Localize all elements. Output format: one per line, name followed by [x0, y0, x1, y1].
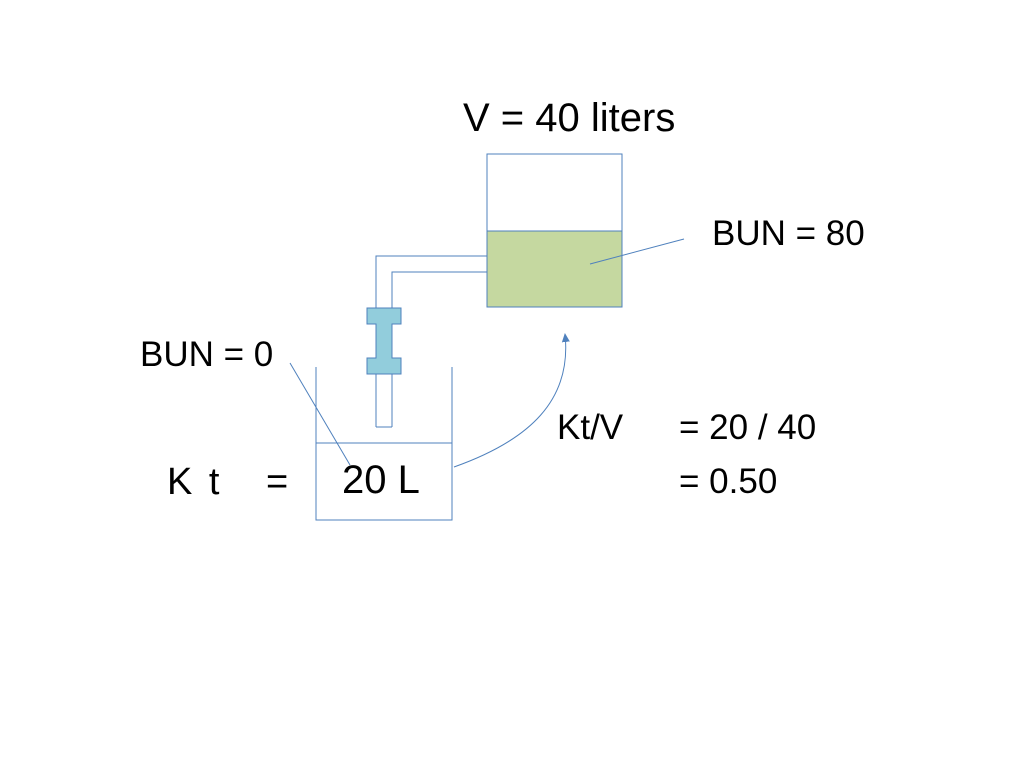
formula-lhs: Kt/V — [557, 408, 624, 447]
formula-step-2: = 0.50 — [679, 462, 778, 501]
leader-line-bun-0 — [289, 362, 351, 466]
tube-inner — [391, 271, 487, 427]
leader-line-bun-80 — [589, 238, 685, 265]
tank-volume-label: V = 40 liters — [463, 96, 676, 140]
tank-bun-label: BUN = 80 — [712, 214, 865, 253]
dialysate-volume-label: 20 L — [342, 458, 420, 502]
clearance-label: K t — [167, 461, 220, 503]
transfer-arrow — [453, 333, 570, 468]
dialyzer-icon — [366, 307, 402, 375]
tank-fluid — [487, 231, 622, 307]
patient-tank — [486, 153, 623, 308]
formula-step-1: = 20 / 40 — [679, 408, 817, 447]
clearance-equals: = — [266, 461, 289, 503]
dialysate-bun-label: BUN = 0 — [140, 335, 274, 374]
tube-outer — [375, 255, 487, 427]
